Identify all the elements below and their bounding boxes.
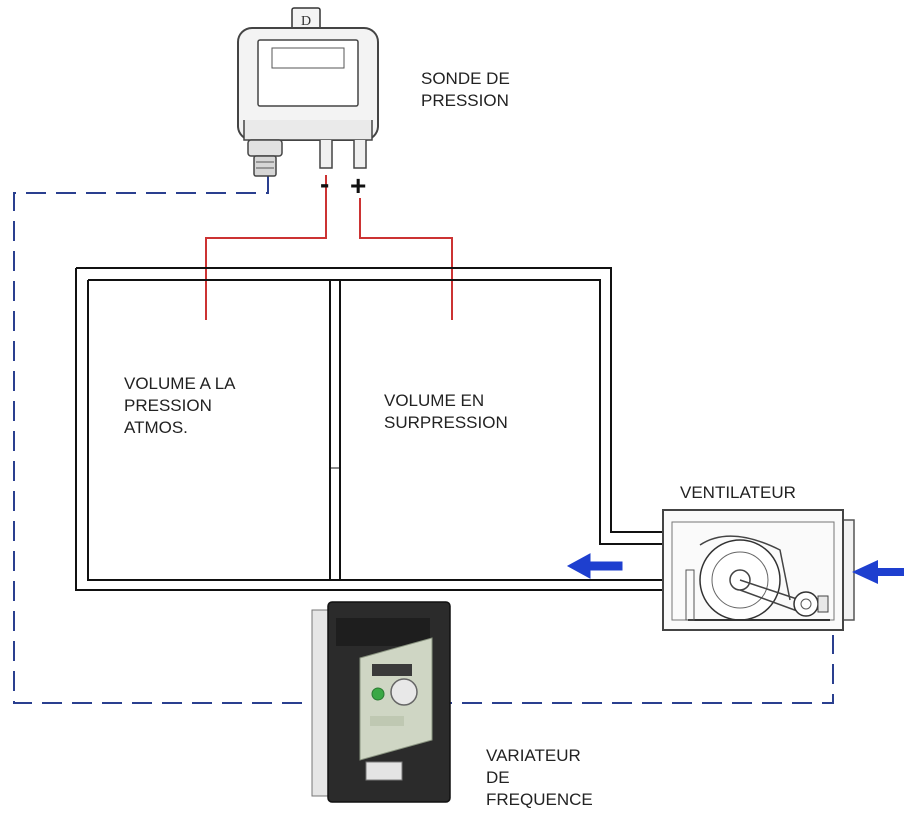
pressure-tube-minus xyxy=(205,175,327,320)
plus-port-label: + xyxy=(350,170,367,201)
svg-text:D: D xyxy=(301,14,311,29)
fan-icon xyxy=(662,509,855,631)
fan-label: VENTILATEUR xyxy=(680,483,796,502)
partition-wall xyxy=(329,280,341,580)
control-wiring-loop xyxy=(13,175,834,704)
pressure-sensor-label: SONDE DE PRESSION xyxy=(421,69,510,110)
frequency-drive-label: VARIATEUR DE FREQUENCE xyxy=(486,746,593,809)
room-walls xyxy=(75,267,667,591)
pressure-sensor-icon: D xyxy=(237,7,379,177)
air-flow-arrow-icon xyxy=(566,553,904,584)
atmospheric-volume-label: VOLUME A LA PRESSION ATMOS. xyxy=(124,374,236,437)
minus-port-label: - xyxy=(320,168,330,199)
pressure-tube-plus xyxy=(359,198,453,320)
overpressure-volume-label: VOLUME EN SURPRESSION xyxy=(384,391,508,432)
frequency-drive-icon xyxy=(311,601,451,803)
